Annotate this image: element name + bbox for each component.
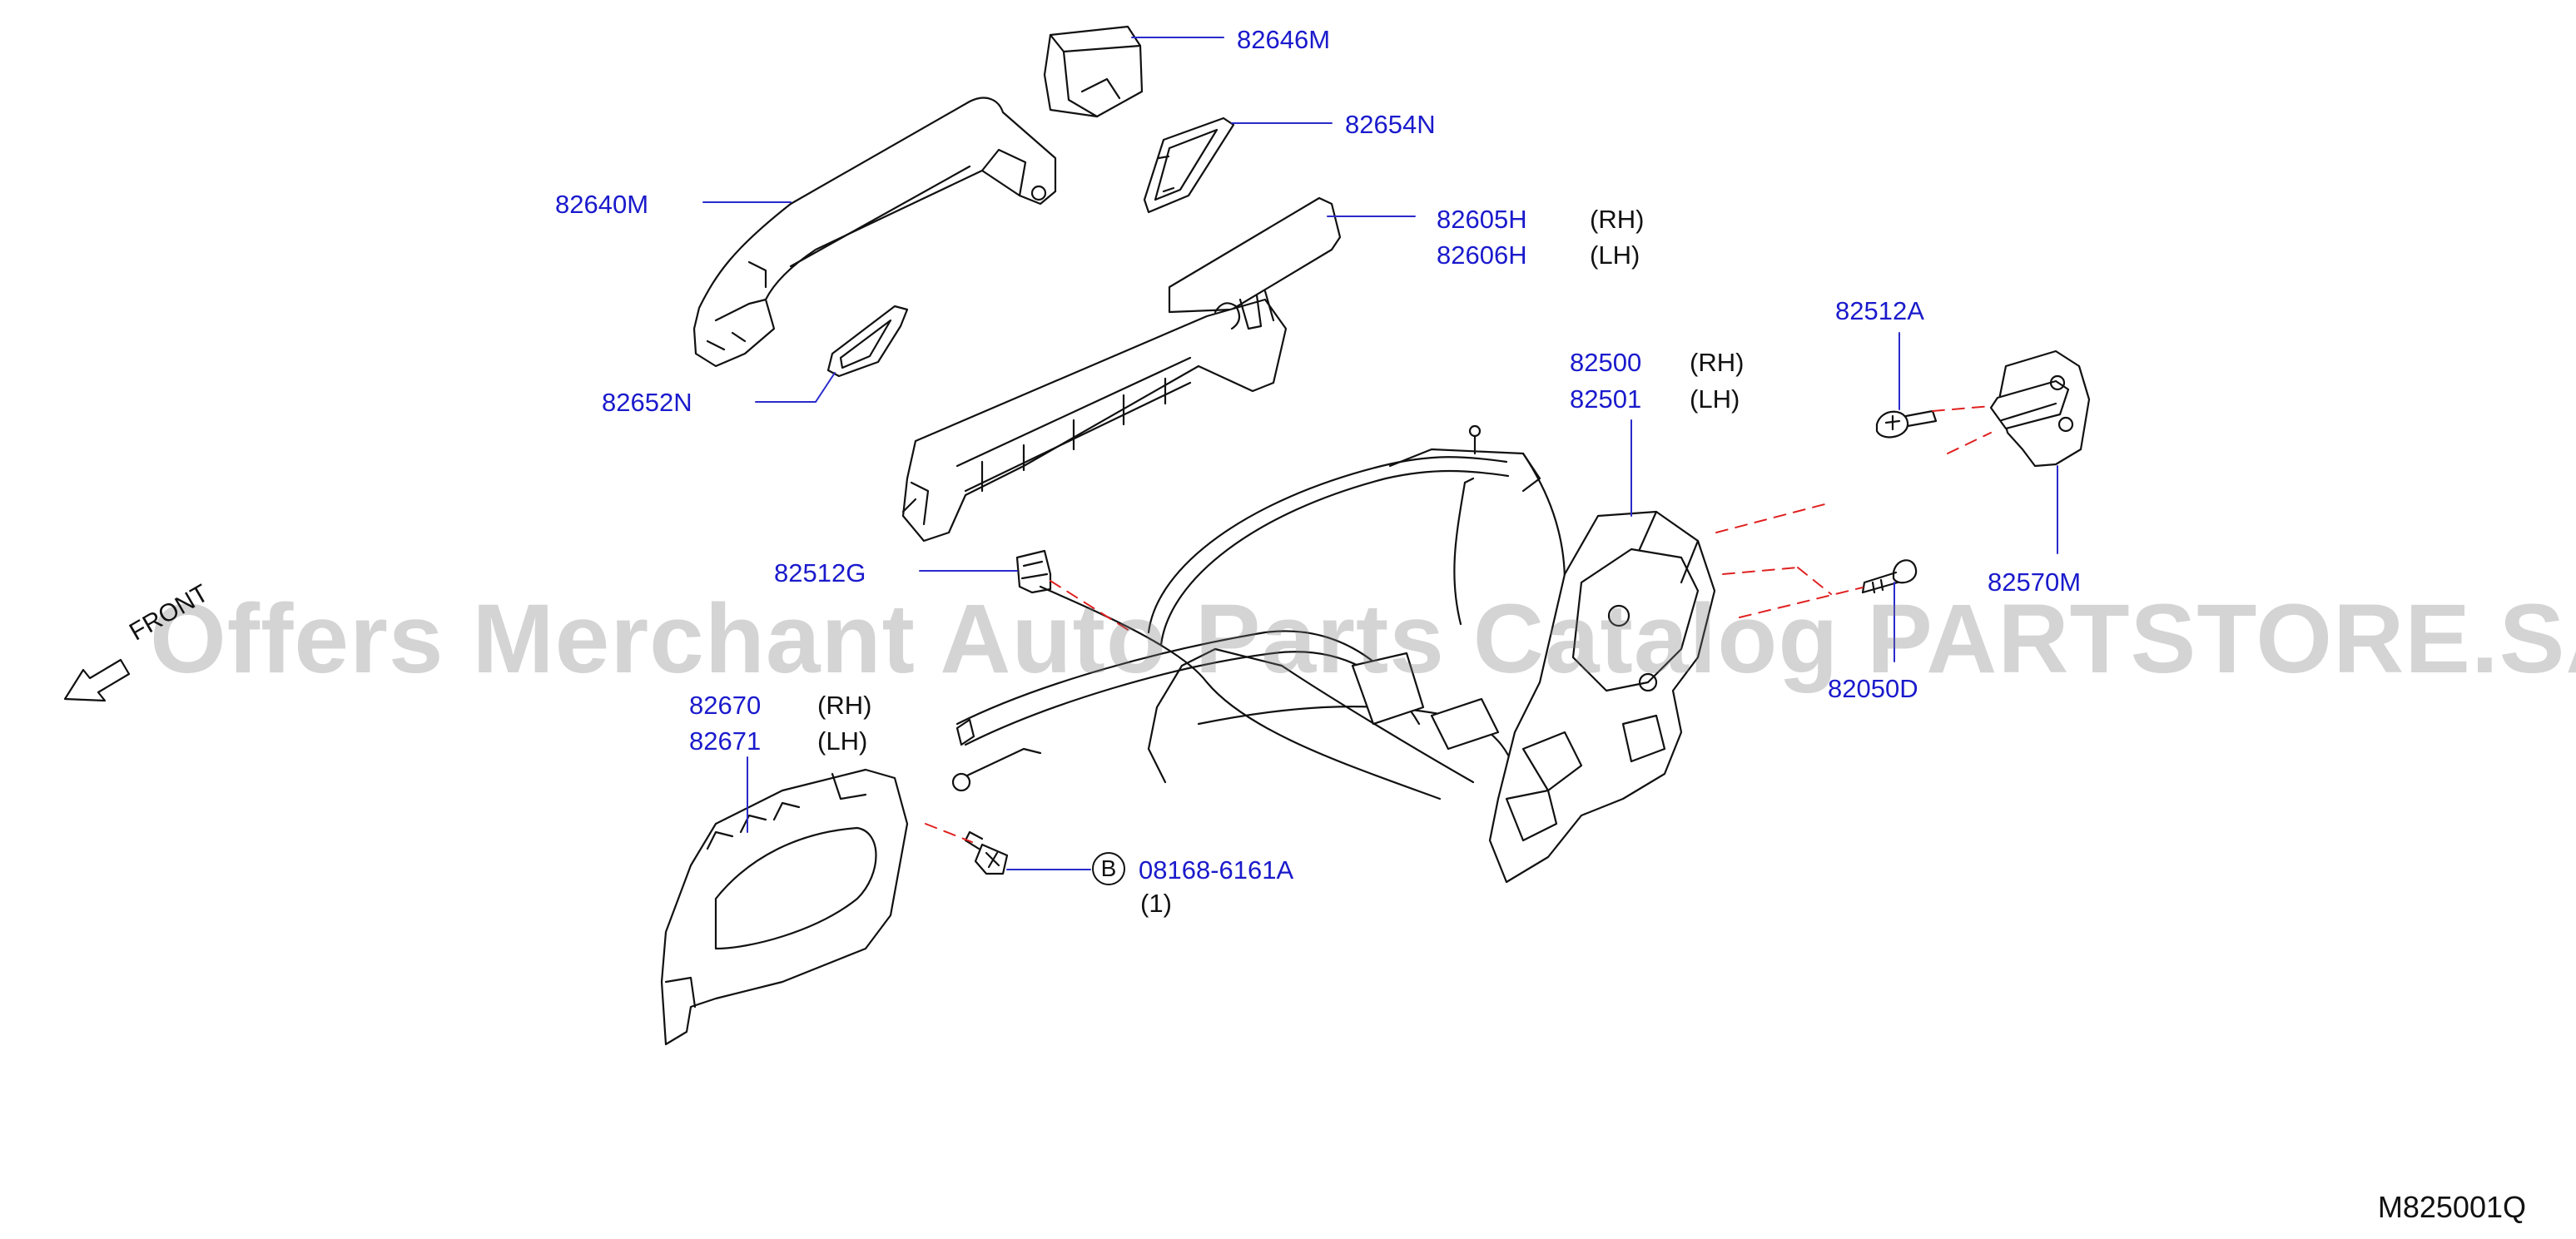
diagram-code: M825001Q: [2377, 1190, 2526, 1224]
part-number-82512A[interactable]: 82512A: [1835, 296, 1924, 325]
side-label-82501: (LH): [1690, 384, 1740, 414]
outside-handle-drawing[interactable]: [692, 97, 1057, 368]
part-number-82605H[interactable]: 82605H: [1437, 205, 1527, 234]
door-lock-actuator-drawing[interactable]: [1488, 510, 1716, 884]
door-cables-drawing[interactable]: [951, 424, 1566, 800]
inside-handle-drawing[interactable]: [660, 768, 909, 1046]
part-number-82606H[interactable]: 82606H: [1437, 240, 1527, 270]
side-label-82606H: (LH): [1590, 240, 1640, 270]
part-number-82512G[interactable]: 82512G: [774, 558, 866, 587]
handle-gasket-drawing[interactable]: [1143, 116, 1235, 214]
quantity-label: (1): [1140, 889, 1172, 918]
side-label-82500: (RH): [1690, 348, 1745, 377]
part-number-82654N[interactable]: 82654N: [1345, 110, 1436, 139]
leader-lines: [702, 37, 2058, 870]
side-label-82605H: (RH): [1590, 205, 1645, 234]
rod-clip-drawing[interactable]: [1015, 549, 1052, 594]
part-number-82050D[interactable]: 82050D: [1828, 674, 1918, 703]
callout-circle-b: B: [1092, 852, 1125, 885]
handle-bracket-drawing[interactable]: [901, 196, 1342, 543]
small-gasket-drawing[interactable]: [826, 305, 909, 378]
bolt-b-drawing[interactable]: [964, 830, 1009, 875]
part-number-82652N[interactable]: 82652N: [602, 388, 692, 417]
part-number-08168-6161A[interactable]: 08168-6161A: [1139, 855, 1294, 885]
part-number-82570M[interactable]: 82570M: [1988, 567, 2082, 597]
latch-screw-drawing[interactable]: [1861, 559, 1918, 594]
door-striker-drawing[interactable]: [1989, 349, 2091, 468]
assembly-guides: [925, 405, 1992, 843]
side-label-82670: (RH): [817, 691, 872, 720]
front-arrow-icon: [63, 658, 131, 702]
handle-cap-drawing[interactable]: [1043, 25, 1144, 118]
part-number-82501[interactable]: 82501: [1570, 384, 1642, 414]
part-number-82646M[interactable]: 82646M: [1237, 25, 1331, 54]
striker-bolt-drawing[interactable]: [1875, 409, 1938, 439]
side-label-82671: (LH): [817, 726, 868, 756]
part-number-82500[interactable]: 82500: [1570, 348, 1642, 377]
part-number-82671[interactable]: 82671: [689, 726, 762, 756]
part-number-82640M[interactable]: 82640M: [555, 190, 649, 219]
part-number-82670[interactable]: 82670: [689, 691, 762, 720]
